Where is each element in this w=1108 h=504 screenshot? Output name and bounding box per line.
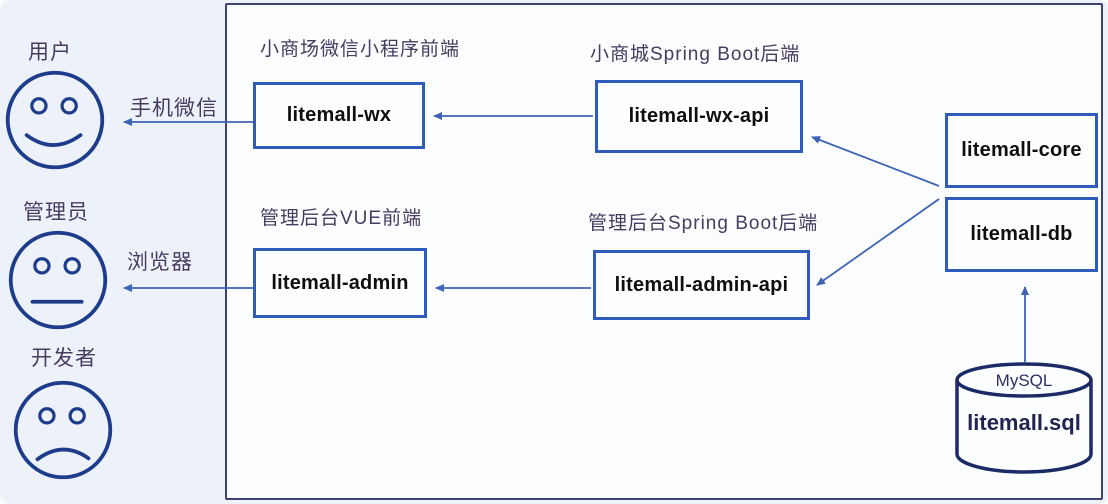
- mysql-database-icon: MySQL litemall.sql: [955, 362, 1093, 474]
- developer-sad-face-icon: [13, 380, 113, 480]
- channel-label-wechat: 手机微信: [130, 97, 218, 120]
- node-litemall-db: litemall-db: [945, 197, 1098, 272]
- db-file-label: litemall.sql: [967, 410, 1081, 435]
- actor-label-user: 用户: [28, 41, 72, 64]
- admin-neutral-face-icon: [8, 230, 108, 330]
- node-litemall-admin: litemall-admin: [253, 248, 427, 318]
- channel-label-browser: 浏览器: [127, 251, 193, 274]
- caption-wx-backend: 小商城Spring Boot后端: [590, 44, 801, 65]
- user-happy-face-icon: [5, 70, 105, 170]
- node-litemall-wx: litemall-wx: [253, 82, 425, 149]
- node-litemall-core: litemall-core: [945, 113, 1098, 188]
- actor-label-developer: 开发者: [31, 347, 97, 370]
- node-litemall-wx-api: litemall-wx-api: [595, 80, 803, 153]
- actor-label-admin: 管理员: [23, 201, 89, 224]
- caption-wx-frontend: 小商场微信小程序前端: [260, 39, 461, 60]
- db-engine-label: MySQL: [996, 371, 1053, 390]
- caption-admin-frontend: 管理后台VUE前端: [260, 208, 423, 229]
- node-litemall-admin-api: litemall-admin-api: [593, 250, 810, 320]
- caption-admin-backend: 管理后台Spring Boot后端: [588, 213, 819, 234]
